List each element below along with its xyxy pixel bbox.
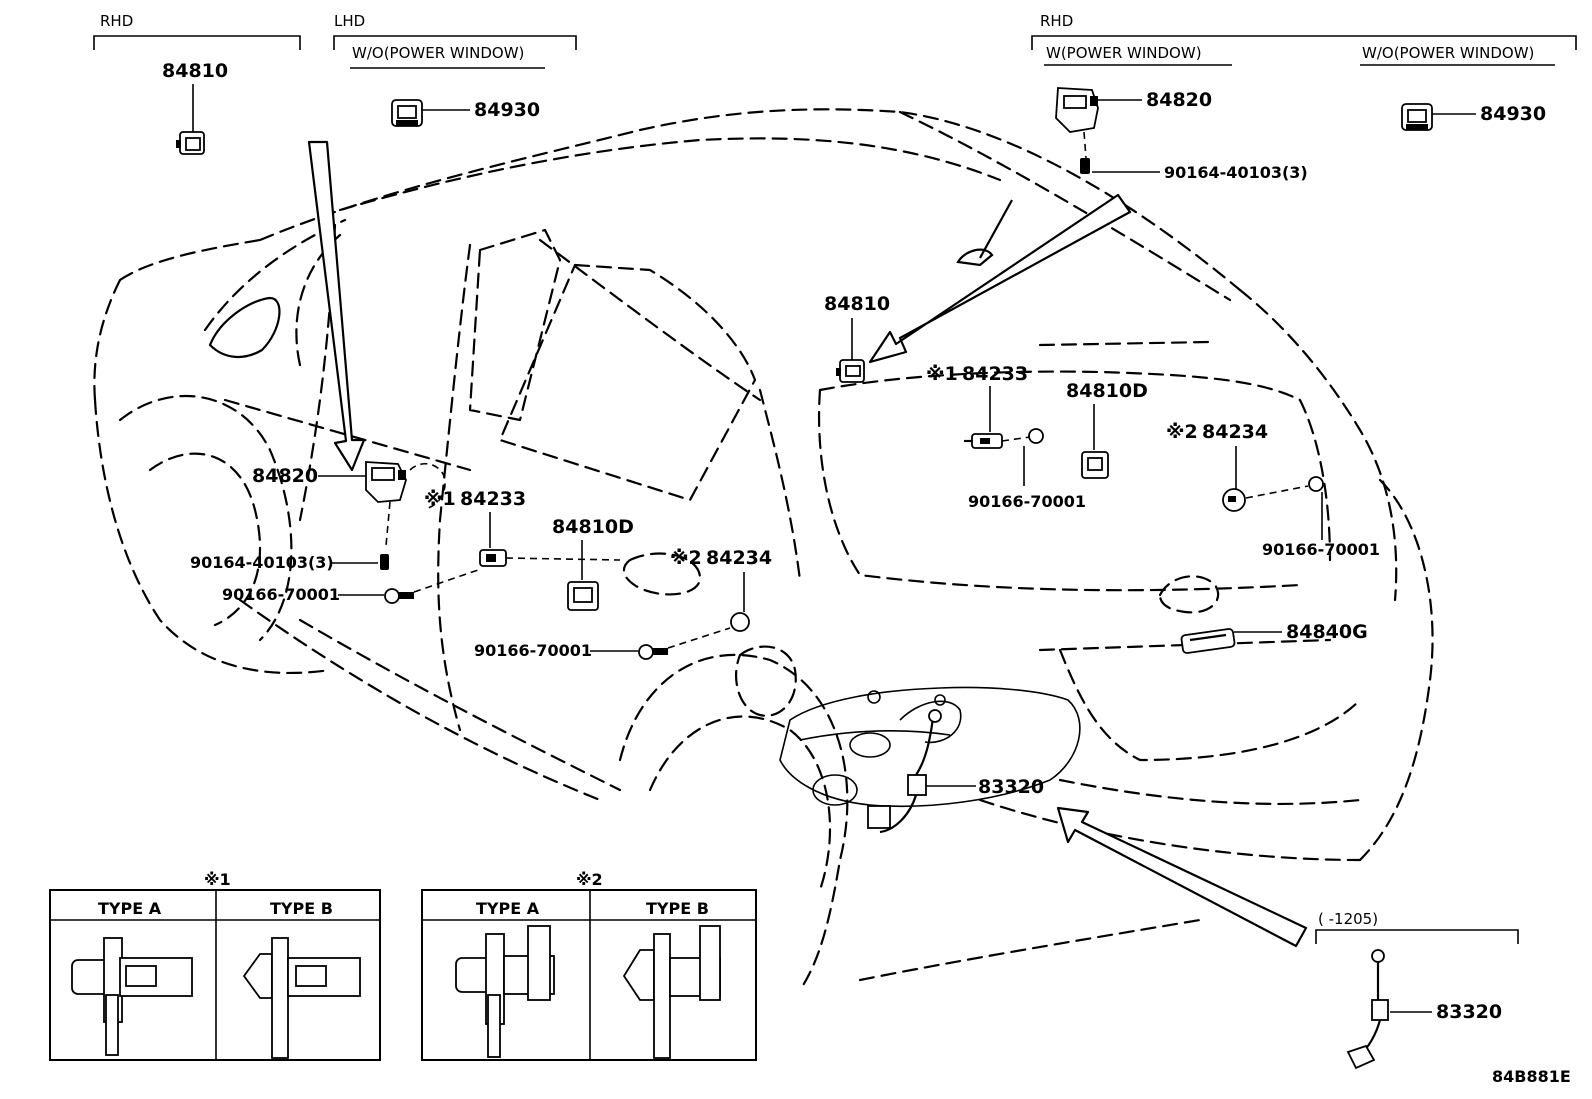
part-90164-topright: 90164-40103(3) (1164, 163, 1308, 182)
screw-left-icon (380, 554, 389, 570)
arrow-to-back-door-icon (868, 193, 1132, 364)
part-84234-left-mark: ※2 (670, 547, 702, 569)
part-84234-right-mark: ※2 (1166, 421, 1198, 443)
part-84234-right: 84234 (1202, 421, 1268, 443)
door-courtesy-switch-icon (964, 433, 1003, 449)
window-switch-icon (391, 99, 423, 127)
part-90166-right: 90166-70001 (1262, 540, 1380, 559)
part-84234-left: 84234 (706, 547, 772, 569)
bolt-icon (1028, 428, 1044, 444)
courtesy-switch-left-icon (730, 612, 750, 632)
door-switch-left-icon (567, 581, 599, 611)
part-84810D-left: 84810D (552, 516, 634, 538)
door-courtesy-switch-left-icon (479, 549, 507, 567)
window-switch-icon-right (1401, 103, 1433, 131)
power-window-master-switch-icon (1055, 87, 1099, 133)
part-90166-lower: 90166-70001 (474, 641, 592, 660)
car-body-outline (93, 108, 1434, 992)
header-right-rhd: RHD (1040, 12, 1073, 30)
part-84810-center: 84810 (824, 293, 890, 315)
table-1-type-b: TYPE B (270, 899, 333, 918)
part-84930-left: 84930 (474, 99, 540, 121)
inset-bracket (1315, 929, 1519, 944)
table-1-mark: ※1 (204, 870, 231, 889)
bolt-lower-icon (638, 644, 668, 660)
part-84820-topright: 84820 (1146, 89, 1212, 111)
type-table-2 (421, 889, 757, 1061)
part-90166-left: 90166-70001 (222, 585, 340, 604)
part-90164-left: 90164-40103(3) (190, 553, 334, 572)
table-1-type-a: TYPE A (98, 899, 162, 918)
table-2-type-a: TYPE A (476, 899, 540, 918)
screw-icon (1080, 158, 1090, 174)
part-84810D-center: 84810D (1066, 380, 1148, 402)
door-lock-switch-icon (176, 131, 205, 155)
part-84810-top: 84810 (162, 60, 228, 82)
header-right-with-power-window: W(POWER WINDOW) (1046, 44, 1202, 62)
table-2-type-b: TYPE B (646, 899, 709, 918)
courtesy-switch-right-icon (1222, 488, 1246, 512)
part-83320-center: 83320 (978, 776, 1044, 798)
type-table-1 (49, 889, 381, 1061)
bolt-left-icon (384, 588, 414, 604)
fuel-tank-assembly (779, 686, 1081, 834)
power-window-master-switch-left-icon (365, 461, 407, 503)
header-left-lhd-sub: W/O(POWER WINDOW) (352, 44, 524, 62)
table-2-mark: ※2 (576, 870, 603, 889)
back-door-switch-icon (1081, 451, 1109, 479)
header-right-without-power-window: W/O(POWER WINDOW) (1362, 44, 1534, 62)
part-83320-inset: 83320 (1436, 1001, 1502, 1023)
pointer-arrows (307, 140, 1308, 948)
arrow-to-fuel-sender-icon (1056, 806, 1308, 948)
header-left-rhd: RHD (100, 12, 133, 30)
figure-code: 84B881E (1492, 1067, 1571, 1086)
door-lock-switch-center-icon (836, 359, 865, 383)
door-handle (622, 552, 702, 596)
part-90166-center: 90166-70001 (968, 492, 1086, 511)
header-left-lhd: LHD (334, 12, 365, 30)
part-84233-left-mark: ※1 (424, 488, 456, 510)
bolt-right-icon (1308, 476, 1324, 492)
part-84840G: 84840G (1286, 621, 1368, 643)
part-84820-left: 84820 (252, 465, 318, 487)
back-door-opener-switch-icon (1180, 628, 1236, 654)
arrow-to-front-door-icon (307, 140, 366, 472)
part-84930-right: 84930 (1480, 103, 1546, 125)
inset-range: ( -1205) (1318, 910, 1378, 928)
part-84233-center: 84233 (962, 363, 1028, 385)
fuel-sender-gauge-icon (1346, 949, 1389, 1070)
part-84233-left: 84233 (460, 488, 526, 510)
part-84233-center-mark: ※1 (926, 363, 958, 385)
header-brackets (93, 35, 1577, 69)
